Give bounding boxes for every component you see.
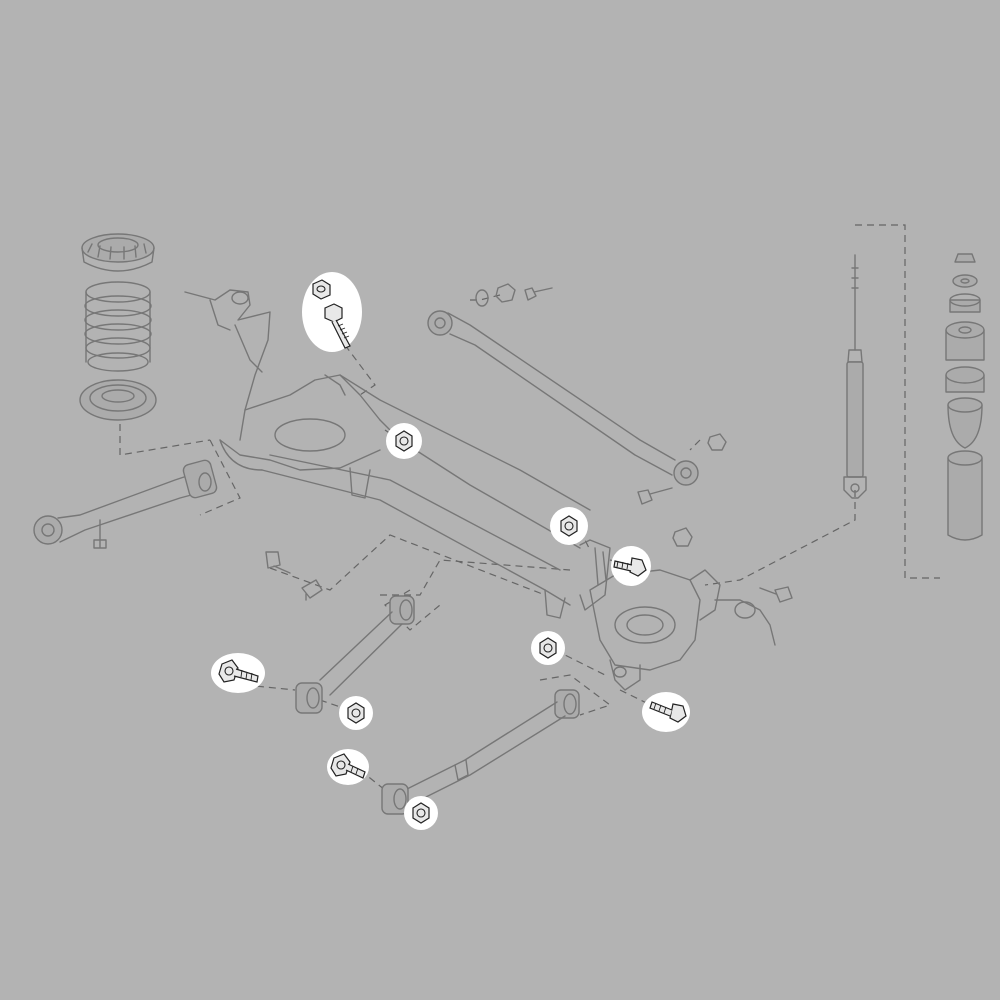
highlight-subframe-nut — [386, 423, 422, 459]
coil-spring — [79, 233, 157, 421]
highlight-upper-bolt — [302, 272, 362, 352]
knuckle — [589, 569, 776, 691]
highlight-bracket-nut — [550, 507, 588, 545]
highlight-rear-link-nut — [404, 796, 438, 830]
highlight-knuckle-bolt — [642, 692, 690, 732]
shock-absorber — [843, 254, 867, 499]
loose-hardware — [93, 283, 793, 603]
highlight-front-link-nut — [339, 696, 373, 730]
highlight-rear-link-bolt — [327, 749, 369, 785]
lower-lateral-link-rear — [381, 689, 580, 815]
highlight-front-link-bolt — [211, 653, 265, 693]
highlighted-hardware — [211, 272, 690, 830]
rear-subframe — [184, 289, 611, 619]
trailing-arm — [33, 459, 218, 545]
lower-lateral-link-front — [295, 595, 415, 714]
strut-mount-stack — [945, 253, 985, 541]
highlight-knuckle-nut — [531, 631, 565, 665]
lateral-link-upper — [427, 310, 699, 486]
highlight-bracket-bolt — [611, 546, 651, 586]
